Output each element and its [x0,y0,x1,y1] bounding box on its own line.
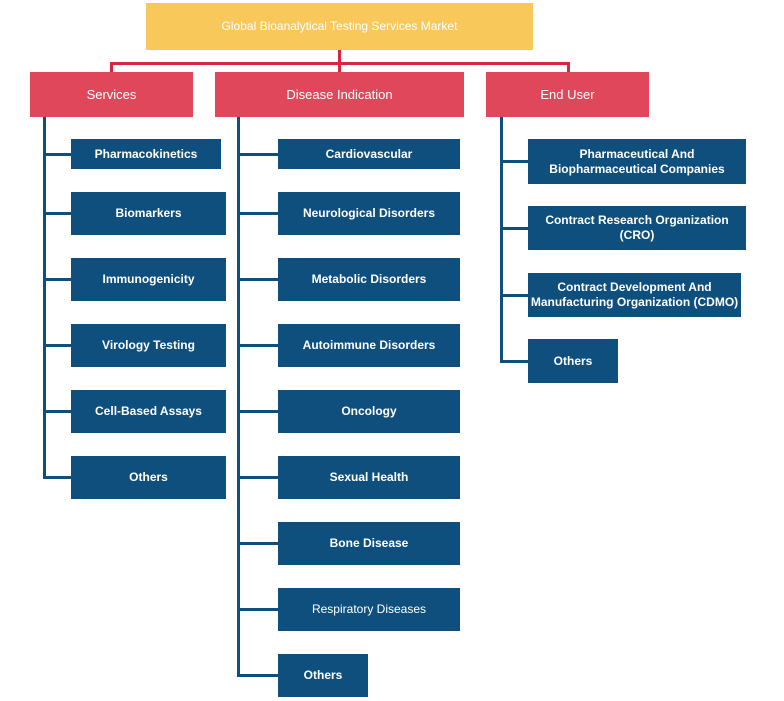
leaf-label: Pharmacokinetics [94,146,198,161]
leaf-disease-others: Others [278,654,368,697]
services-connector [110,62,113,72]
leaf-sexual-health: Sexual Health [278,456,460,499]
disease-branch [237,153,278,156]
services-spine [43,117,46,479]
category-label: End User [540,87,595,102]
leaf-label: Biomarkers [115,206,182,220]
leaf-label: Respiratory Diseases [311,602,427,616]
disease-branch [237,278,278,281]
leaf-cardiovascular: Cardiovascular [278,139,460,169]
leaf-enduser-others: Others [528,339,618,383]
leaf-label: Neurological Disorders [302,206,436,220]
leaf-label: Pharmaceutical And Biopharmaceutical Com… [549,146,725,176]
leaf-label: Contract Development And Manufacturing O… [530,280,739,309]
leaf-biomarkers: Biomarkers [71,192,226,235]
leaf-pharmacokinetics: Pharmacokinetics [71,139,221,169]
root-connector-vertical [338,50,341,64]
leaf-label: Virology Testing [102,338,195,352]
category-end-user: End User [486,72,649,117]
disease-spine [237,117,240,677]
disease-branch [237,674,278,677]
leaf-services-others: Others [71,456,226,499]
disease-branch [237,608,278,611]
enduser-branch [500,160,528,163]
root-node: Global Bioanalytical Testing Services Ma… [146,3,533,50]
leaf-label: Autoimmune Disorders [302,338,436,352]
leaf-label: Cardiovascular [325,146,413,161]
services-branch [43,153,71,156]
root-label: Global Bioanalytical Testing Services Ma… [221,19,458,33]
leaf-respiratory-diseases: Respiratory Diseases [278,588,460,631]
services-branch [43,476,71,479]
leaf-pharma-biopharma-companies: Pharmaceutical And Biopharmaceutical Com… [528,139,746,184]
disease-connector [338,62,341,72]
leaf-cro: Contract Research Organization (CRO) [528,206,746,250]
leaf-immunogenicity: Immunogenicity [71,258,226,301]
leaf-label: Others [553,353,593,368]
leaf-label: Others [303,668,343,682]
leaf-cell-based-assays: Cell-Based Assays [71,390,226,433]
leaf-label: Others [129,470,168,484]
disease-branch [237,212,278,215]
leaf-label: Contract Research Organization (CRO) [545,213,729,242]
enduser-spine [500,117,503,363]
leaf-label: Sexual Health [329,470,409,484]
leaf-cdmo: Contract Development And Manufacturing O… [528,273,741,317]
enduser-branch [500,294,528,297]
leaf-label: Cell-Based Assays [95,404,202,418]
category-label: Services [86,87,137,102]
leaf-label: Immunogenicity [102,272,195,286]
category-disease-indication: Disease Indication [215,72,464,117]
leaf-virology-testing: Virology Testing [71,324,226,367]
leaf-bone-disease: Bone Disease [278,522,460,565]
enduser-connector [567,62,570,72]
leaf-neurological-disorders: Neurological Disorders [278,192,460,235]
leaf-oncology: Oncology [278,390,460,433]
services-branch [43,344,71,347]
disease-branch [237,476,278,479]
disease-branch [237,542,278,545]
leaf-label: Bone Disease [329,536,409,550]
enduser-branch [500,227,528,230]
leaf-label: Metabolic Disorders [311,272,427,286]
services-branch [43,410,71,413]
disease-branch [237,410,278,413]
leaf-label: Oncology [341,404,397,418]
leaf-autoimmune-disorders: Autoimmune Disorders [278,324,460,367]
enduser-branch [500,360,528,363]
leaf-metabolic-disorders: Metabolic Disorders [278,258,460,301]
category-label: Disease Indication [286,87,393,102]
disease-branch [237,344,278,347]
category-services: Services [30,72,193,117]
services-branch [43,278,71,281]
services-branch [43,212,71,215]
